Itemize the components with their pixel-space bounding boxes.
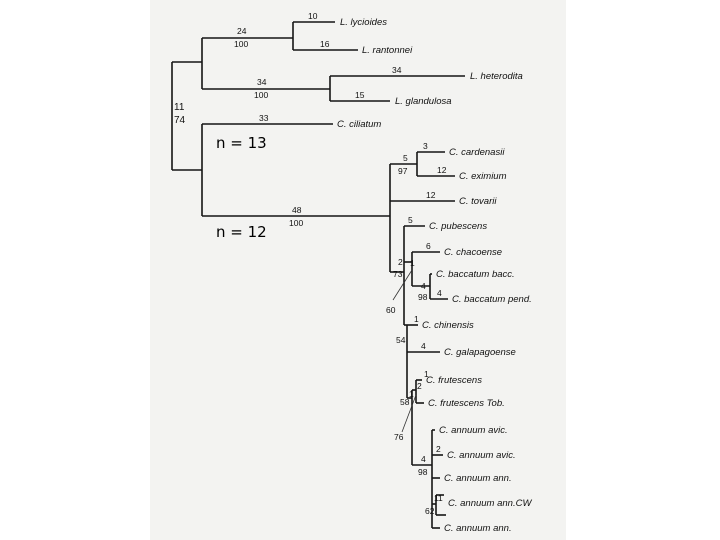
bootstrap-label: 73 xyxy=(393,269,403,279)
branch-length-label: 34 xyxy=(257,77,267,87)
taxon-c-pubescens: C. pubescens xyxy=(429,221,487,232)
taxon-labels: L. lycioides L. rantonnei L. heterodita … xyxy=(337,17,532,534)
branch-length-label: 1 xyxy=(414,314,419,324)
bootstrap-label: 97 xyxy=(398,166,408,176)
branch-length-label: 1 xyxy=(410,258,415,268)
branch-length-label: 2 xyxy=(436,444,441,454)
branch-length-label: 33 xyxy=(259,113,269,123)
branch-length-label: 2 xyxy=(398,257,403,267)
branch-length-label: 5 xyxy=(408,215,413,225)
branch-length-label: 1 xyxy=(438,493,443,503)
bootstrap-label: 76 xyxy=(394,432,404,442)
bootstrap-label: 100 xyxy=(234,39,248,49)
scanned-page-background xyxy=(150,0,566,540)
taxon-c-chacoense: C. chacoense xyxy=(444,247,502,258)
bootstrap-label: 100 xyxy=(289,218,303,228)
branch-length-label: 2 xyxy=(417,381,422,391)
branch-length-label: 48 xyxy=(292,205,302,215)
bootstrap-label: 74 xyxy=(174,115,186,126)
bootstrap-label: 58 xyxy=(400,397,410,407)
taxon-l-heterodita: L. heterodita xyxy=(470,71,523,82)
branch-length-label: 4 xyxy=(421,341,426,351)
taxon-l-lycioides: L. lycioides xyxy=(340,17,387,28)
branch-length-label: 4 xyxy=(421,281,426,291)
branch-length-label: 1 xyxy=(424,369,429,379)
taxon-c-annuum-avic-1: C. annuum avic. xyxy=(439,425,508,436)
branch-length-label: 34 xyxy=(392,65,402,75)
annotation-n12: n = 12 xyxy=(216,223,267,241)
taxon-l-rantonnei: L. rantonnei xyxy=(362,45,413,56)
branch-length-label: 6 xyxy=(426,241,431,251)
branch-length-label: 1 xyxy=(409,389,414,399)
branch-length-label: 12 xyxy=(437,165,447,175)
bootstrap-label: 60 xyxy=(386,305,396,315)
taxon-c-ciliatum: C. ciliatum xyxy=(337,119,381,130)
branch-length-label: 1 xyxy=(434,493,439,503)
branch-length-label: 4 xyxy=(421,454,426,464)
taxon-c-annuum-avic-2: C. annuum avic. xyxy=(447,450,516,461)
bootstrap-label: 98 xyxy=(418,467,428,477)
taxon-l-glandulosa: L. glandulosa xyxy=(395,96,452,107)
branch-length-label: 15 xyxy=(355,90,365,100)
branch-length-label: 4 xyxy=(437,288,442,298)
taxon-c-cardenasii: C. cardenasii xyxy=(449,147,505,158)
taxon-c-baccatum-bacc: C. baccatum bacc. xyxy=(436,269,515,280)
branch-length-label: 24 xyxy=(237,26,247,36)
taxon-c-chinensis: C. chinensis xyxy=(422,320,474,331)
taxon-c-frutescens: C. frutescens xyxy=(426,375,482,386)
branch-length-label: 3 xyxy=(423,141,428,151)
taxon-c-annuum-ann-2: C. annuum ann. xyxy=(444,523,512,534)
branch-length-label: 10 xyxy=(308,11,318,21)
taxon-c-baccatum-pend: C. baccatum pend. xyxy=(452,294,532,305)
chromosome-annotations: n = 13 n = 12 xyxy=(216,134,267,241)
bootstrap-label: 54 xyxy=(396,335,406,345)
bootstrap-label: 62 xyxy=(425,506,435,516)
tree-branches xyxy=(171,21,465,529)
annotation-n13: n = 13 xyxy=(216,134,267,152)
taxon-c-annuum-ann-cw: C. annuum ann.CW xyxy=(448,498,532,509)
branch-length-label: 16 xyxy=(320,39,330,49)
branch-support-labels: 10 16 24 100 34 15 34 100 11 74 33 3 12 … xyxy=(174,11,447,516)
branch-length-label: 5 xyxy=(403,153,408,163)
taxon-c-tovarii: C. tovarii xyxy=(459,196,497,207)
taxon-c-annuum-ann-1: C. annuum ann. xyxy=(444,473,512,484)
taxon-c-galapagoense: C. galapagoense xyxy=(444,347,516,358)
bootstrap-label: 98 xyxy=(418,292,428,302)
taxon-c-eximium: C. eximium xyxy=(459,171,507,182)
bootstrap-label: 100 xyxy=(254,90,268,100)
branch-length-label: 11 xyxy=(174,102,185,113)
branch-length-label: 12 xyxy=(426,190,436,200)
taxon-c-frutescens-tob: C. frutescens Tob. xyxy=(428,398,505,409)
